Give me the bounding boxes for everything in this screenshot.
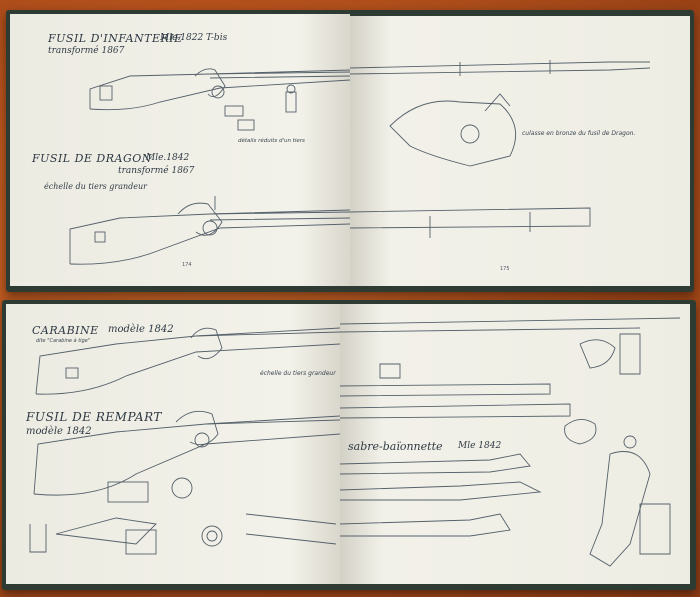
title-infanterie: FUSIL D'INFANTERIE — [48, 32, 183, 45]
bottom-right-drawings — [340, 317, 681, 567]
page-number-174: 174 — [182, 262, 192, 268]
details-caption: détails réduits d'un tiers — [238, 138, 305, 144]
transforme-1: transformé 1867 — [48, 46, 125, 56]
top-right-drawings — [350, 60, 651, 238]
model-rempart: modèle 1842 — [26, 426, 92, 437]
model-dragon: Mle.1842 — [146, 153, 190, 163]
bottom-right-page: sabre-baïonnette Mle 1842 — [340, 304, 690, 584]
top-left-drawings — [69, 68, 350, 265]
top-left-page: FUSIL D'INFANTERIE Mle.1822 T-bis transf… — [10, 14, 350, 286]
culasse-caption: culasse en bronze du fusil de Dragon. — [522, 130, 636, 137]
top-right-page: culasse en bronze du fusil de Dragon. 17… — [350, 16, 690, 286]
bottom-left-drawings — [29, 327, 340, 555]
model-infanterie: Mle.1822 T-bis — [160, 33, 228, 43]
sabre-label: sabre-baïonnette — [348, 440, 443, 453]
echelle-top: échelle du tiers grandeur — [44, 182, 147, 191]
model-carabine: modèle 1842 — [108, 324, 174, 335]
subtitle-carabine: dite "Carabine à tige" — [36, 338, 91, 344]
page-number-175: 175 — [500, 266, 510, 272]
title-carabine: CARABINE — [32, 324, 99, 337]
title-dragon: FUSIL DE DRAGON — [32, 152, 152, 165]
title-rempart: FUSIL DE REMPART — [26, 410, 162, 424]
echelle-bottom: échelle du tiers grandeur — [260, 370, 336, 377]
transforme-2: transformé 1867 — [118, 166, 195, 176]
bottom-left-page: CARABINE modèle 1842 dite "Carabine à ti… — [6, 304, 340, 584]
sabre-model: Mle 1842 — [458, 441, 502, 451]
